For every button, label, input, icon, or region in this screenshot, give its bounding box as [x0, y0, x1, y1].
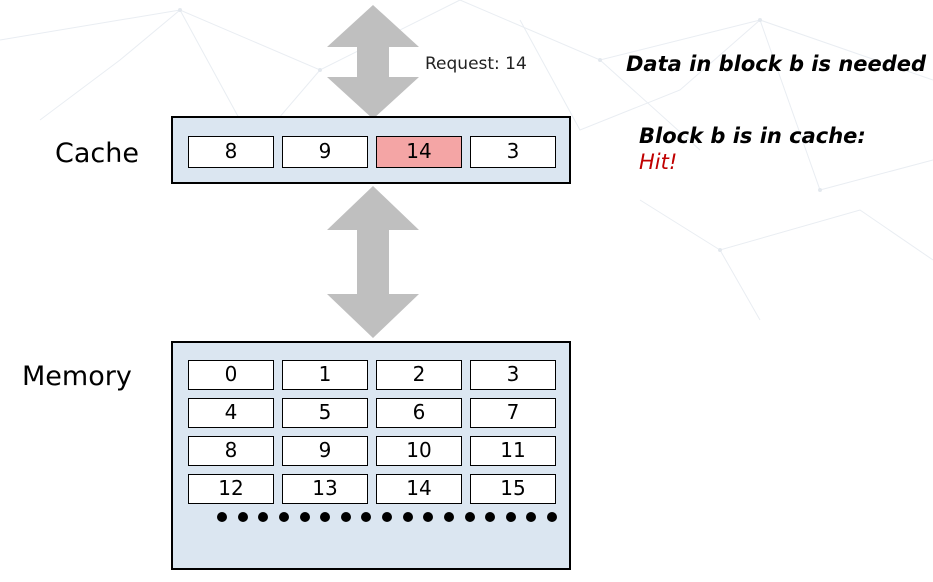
memory-block: 14	[376, 474, 462, 504]
ellipsis-dot	[299, 512, 310, 522]
cache-memory-double-arrow	[327, 186, 419, 338]
ellipsis-dot	[485, 512, 496, 522]
memory-block: 8	[188, 436, 274, 466]
memory-block: 0	[188, 360, 274, 390]
memory-block: 1	[282, 360, 368, 390]
memory-block: 12	[188, 474, 274, 504]
cache-block: 3	[470, 136, 556, 168]
memory-block: 2	[376, 360, 462, 390]
ellipsis-dot	[443, 512, 454, 522]
cache-label: Cache	[55, 138, 139, 169]
cache-block-hit: 14	[376, 136, 462, 168]
ellipsis-dot	[526, 512, 537, 522]
ellipsis-dot	[258, 512, 269, 522]
ellipsis-dot	[382, 512, 392, 522]
memory-block: 11	[470, 436, 556, 466]
memory-block: 3	[470, 360, 556, 390]
memory-block: 5	[282, 398, 368, 428]
ellipsis-dot	[547, 512, 557, 522]
ellipsis-dot	[320, 512, 331, 522]
memory-block: 4	[188, 398, 274, 428]
ellipsis-dot	[340, 512, 351, 522]
request-label: Request: 14	[425, 54, 527, 74]
cache-box: 8 9 14 3	[171, 116, 571, 184]
memory-continuation-dots	[217, 512, 557, 524]
ellipsis-dot	[402, 512, 413, 522]
note-block-in-cache: Block b is in cache:	[639, 124, 866, 148]
ellipsis-dot	[505, 512, 516, 522]
ellipsis-dot	[237, 512, 248, 522]
ellipsis-dot	[278, 512, 289, 522]
memory-box: 0 1 2 3 4 5 6 7 8 9 10 11 12 13 14 15	[171, 341, 571, 570]
memory-block: 6	[376, 398, 462, 428]
memory-block: 15	[470, 474, 556, 504]
request-double-arrow	[327, 5, 419, 119]
memory-label: Memory	[22, 361, 132, 392]
note-hit: Hit!	[639, 150, 678, 174]
memory-block: 13	[282, 474, 368, 504]
ellipsis-dot	[361, 512, 372, 522]
ellipsis-dot	[423, 512, 434, 522]
cache-block: 9	[282, 136, 368, 168]
ellipsis-dot	[464, 512, 475, 522]
note-data-needed: Data in block b is needed	[626, 52, 927, 76]
ellipsis-dot	[217, 512, 227, 522]
memory-block: 9	[282, 436, 368, 466]
memory-block: 7	[470, 398, 556, 428]
memory-block: 10	[376, 436, 462, 466]
cache-block: 8	[188, 136, 274, 168]
